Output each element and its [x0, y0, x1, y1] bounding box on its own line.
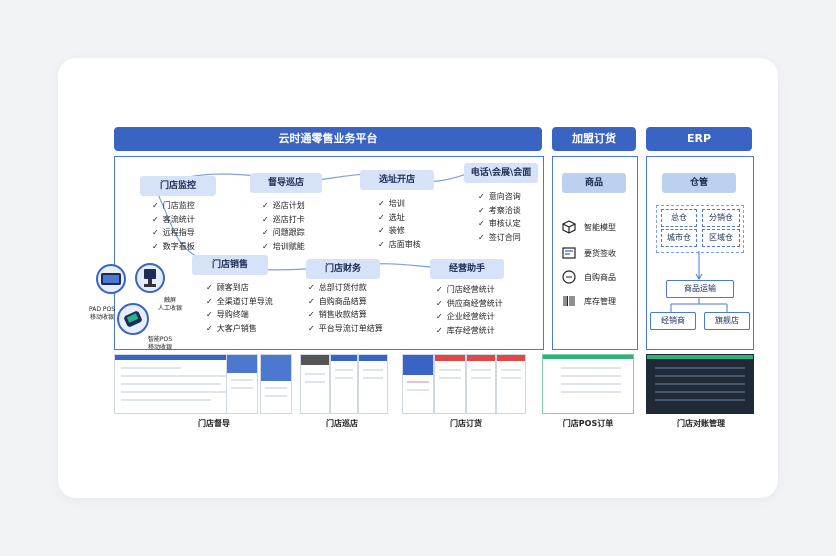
- outlet-dealer: 经销商: [650, 312, 696, 330]
- node-phone-expo: 电话\会展\会面: [464, 163, 538, 183]
- pad-pos-label: PAD POS 移动收银: [88, 306, 115, 321]
- cube-icon: [562, 220, 576, 234]
- franchise-header: 加盟订货: [552, 127, 636, 151]
- caption-order: 门店订货: [450, 419, 482, 428]
- node-biz-assistant: 经营助手: [430, 259, 504, 279]
- smart-pos-icon: [117, 303, 149, 335]
- module-self-purchase: 自购商品: [562, 270, 616, 284]
- node-supervise-patrol: 督导巡店: [250, 173, 322, 193]
- warehouse-group: [656, 205, 744, 253]
- screenshot-order4: [496, 354, 526, 414]
- node-store-sales: 门店销售: [192, 255, 268, 275]
- warehouse-city: 城市仓: [661, 229, 697, 247]
- caption-reconcile: 门店对账管理: [677, 419, 725, 428]
- node-store-monitor: 门店监控: [140, 176, 216, 196]
- erp-connectors: [670, 251, 728, 312]
- warehouse-dist: 分销仓: [702, 209, 740, 227]
- erp-header: ERP: [646, 127, 752, 151]
- list-phone-expo: 意向咨询考察洽谈审核认定签订合同: [478, 190, 521, 244]
- module-inventory: 库存管理: [562, 294, 616, 308]
- module-receive: 要货签收: [562, 246, 616, 260]
- list-supervise-patrol: 巡店计划巡店打卡问题跟踪培训赋能: [262, 199, 305, 253]
- screenshot-pos-order: [542, 354, 634, 414]
- list-biz-assistant: 门店经营统计供应商经营统计企业经营统计库存经营统计: [436, 283, 503, 337]
- screenshot-patrol2: [330, 354, 358, 414]
- node-store-finance: 门店财务: [306, 259, 380, 279]
- caption-supervise: 门店督导: [198, 419, 230, 428]
- screenshot-reconcile: [646, 354, 754, 414]
- goods-transport: 商品运输: [666, 280, 734, 298]
- warehouse-region: 区域仓: [702, 229, 740, 247]
- screenshot-patrol1: [300, 354, 330, 414]
- erp-warehouse: 仓管: [662, 173, 736, 193]
- buy-icon: [562, 270, 576, 284]
- barcode-icon: [562, 294, 576, 308]
- platform-header: 云时通零售业务平台: [114, 127, 542, 151]
- screenshot-order1: [402, 354, 434, 414]
- pad-pos-icon: [96, 264, 126, 294]
- node-site-open: 选址开店: [360, 170, 434, 190]
- caption-patrol: 门店巡店: [326, 419, 358, 428]
- list-store-finance: 总部订货付款自购商品结算销售收款结算平台导流订单结算: [308, 281, 383, 335]
- caption-pos-order: 门店POS订单: [562, 419, 614, 428]
- warehouse-main: 总仓: [661, 209, 697, 227]
- list-store-monitor: 门店监控客流统计远程指导数字看板: [152, 199, 195, 253]
- module-smart-model: 智能模型: [562, 220, 616, 234]
- list-store-sales: 顾客到店全渠道订单导流导购终端大客户销售: [206, 281, 273, 335]
- list-site-open: 培训选址装修店面审核: [378, 197, 421, 251]
- screenshot-order2: [434, 354, 466, 414]
- touch-pos-icon: [135, 263, 165, 293]
- screenshot-supervise-mobile1: [226, 354, 258, 414]
- screenshot-supervise-mobile2: [260, 354, 292, 414]
- outlet-flagship: 旗舰店: [704, 312, 750, 330]
- screenshot-order3: [466, 354, 496, 414]
- receipt-icon: [562, 246, 576, 260]
- screenshot-patrol3: [358, 354, 388, 414]
- touch-pos-label: 触屏 人工收银: [157, 297, 182, 312]
- smart-pos-label: 智能POS 移动收银: [147, 336, 173, 351]
- franchise-goods: 商品: [562, 173, 626, 193]
